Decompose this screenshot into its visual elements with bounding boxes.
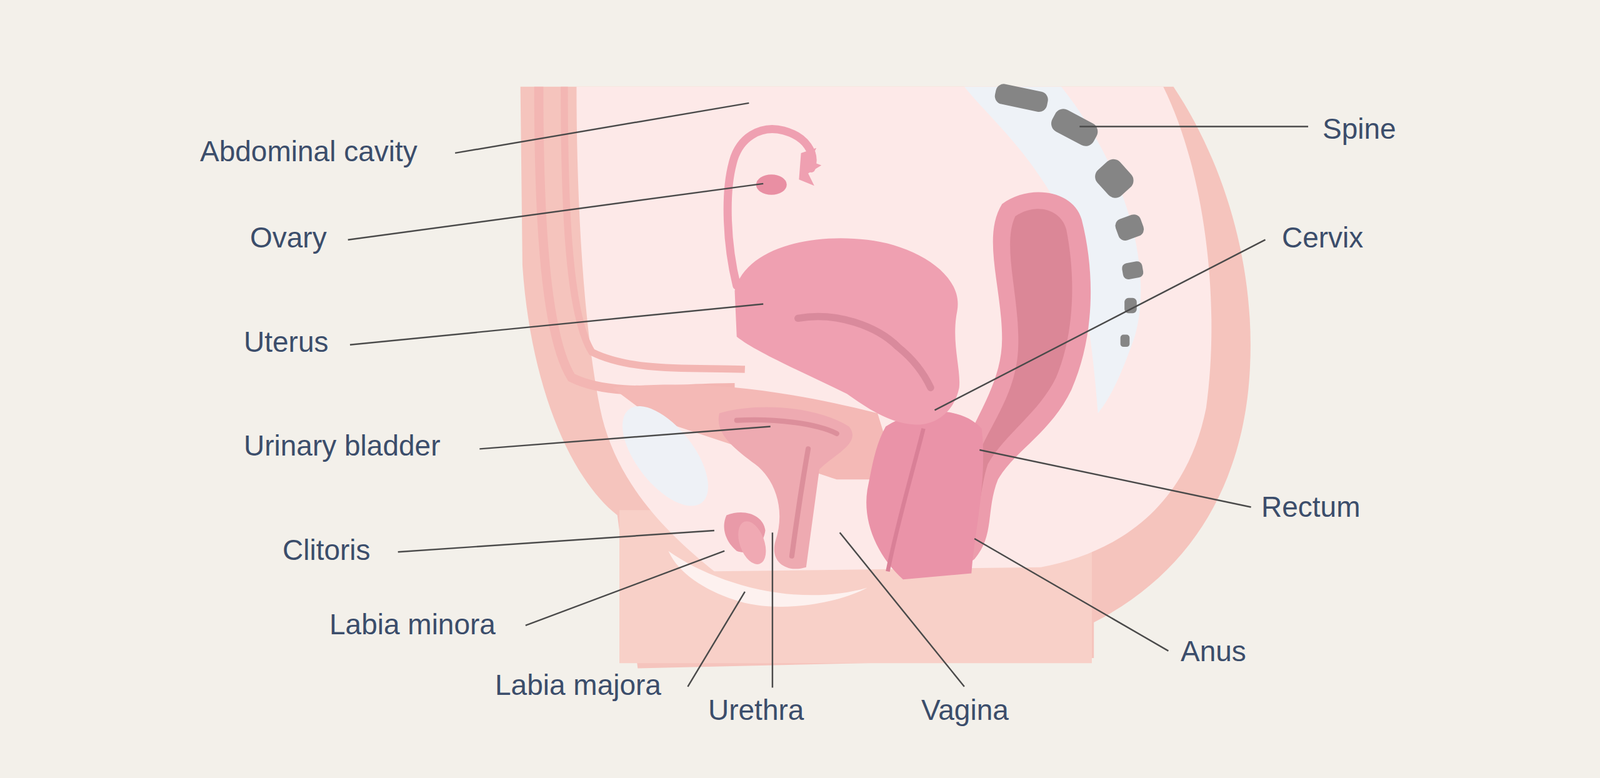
part-label: Rectum [1261,491,1360,524]
fimbriae [798,148,822,186]
leader-line [974,538,1169,652]
part-label: Urethra [708,694,804,727]
pubic-bone [606,391,725,521]
leader-lines [348,103,1309,689]
part-label: Labia minora [329,608,496,641]
leader-line [687,591,745,687]
part-label: Clitoris [282,534,371,567]
uterine-cavity [798,316,931,389]
part-label: Uterus [243,326,329,359]
rectum-lumen [967,208,1073,531]
part-label: Abdominal cavity [200,135,418,168]
leader-line [479,426,770,449]
leader-line [1079,125,1309,127]
part-label: Anus [1180,635,1247,668]
body-outline [520,86,1251,669]
leader-line [455,103,749,154]
urinary-bladder [718,406,853,569]
part-label: Cervix [1281,221,1364,254]
leader-line [771,532,774,688]
part-label: Vagina [921,694,1009,727]
vagina [866,411,984,580]
leader-line [350,304,764,345]
leader-line [979,450,1251,507]
labia-minora [733,517,772,569]
part-label: Urinary bladder [243,430,440,462]
illustration-group [348,82,1309,688]
leader-line [840,532,965,687]
leader-line [525,551,725,626]
labia-majora [668,551,867,607]
leader-line [935,240,1266,411]
part-label: Spine [1322,113,1397,145]
part-label: Ovary [250,221,327,254]
uterus [735,238,960,425]
vaginal-canal [887,428,924,572]
leader-line [398,530,715,552]
fallopian-tube [727,129,813,287]
part-label: Labia majora [495,669,662,702]
leader-line [348,183,764,240]
